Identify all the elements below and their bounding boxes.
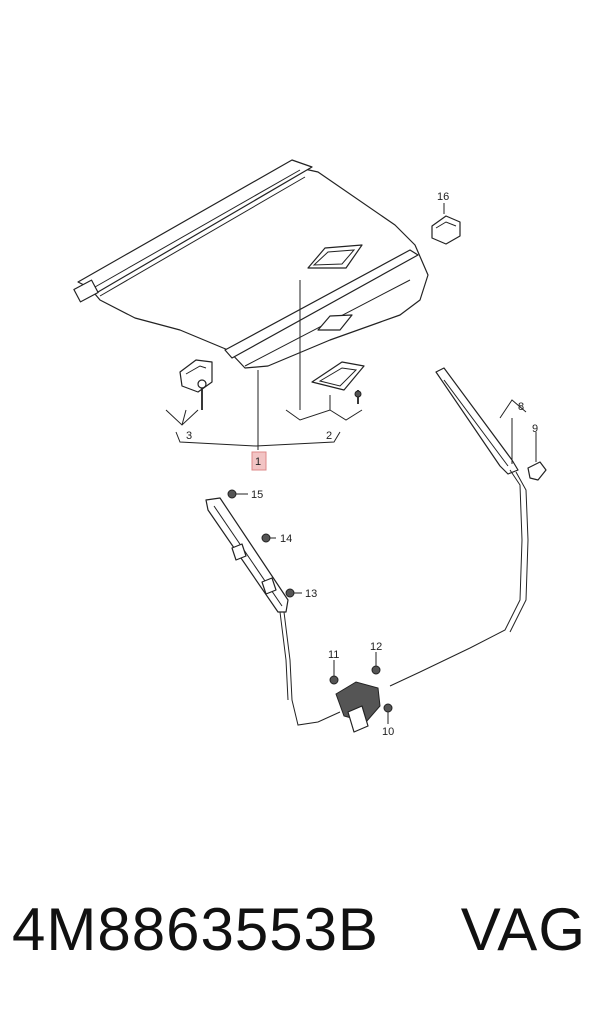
- callout-2: 2: [326, 430, 332, 442]
- left-cable-assembly: [205, 497, 341, 726]
- callout-13: 13: [305, 588, 317, 600]
- screws-13-15: [227, 489, 302, 598]
- gas-strut-part-8: [389, 367, 547, 687]
- callout-1: 1: [255, 456, 261, 468]
- lock-actuator: [329, 652, 393, 733]
- bracket-part-3: [165, 359, 341, 447]
- brand-label: VAG: [460, 896, 586, 963]
- callout-10: 10: [382, 726, 394, 738]
- luggage-cover-assembly: [73, 159, 429, 369]
- callout-12: 12: [370, 641, 382, 653]
- callout-8: 8: [518, 401, 524, 413]
- callout-9: 9: [532, 423, 538, 435]
- part-1-highlight: [251, 451, 267, 471]
- callout-14: 14: [280, 533, 292, 545]
- callout-3: 3: [186, 430, 192, 442]
- parts-diagram: 1 2 3 8 9 10 11 12 13 14 15 16: [73, 159, 547, 738]
- callout-11: 11: [328, 649, 339, 661]
- handle-part-2: [285, 280, 365, 421]
- callout-16: 16: [437, 191, 449, 203]
- caption-bar: 4M8863553B VAG: [0, 895, 600, 985]
- clip-part-16: [431, 203, 461, 245]
- callout-15: 15: [251, 489, 263, 501]
- part-number: 4M8863553B: [12, 896, 379, 963]
